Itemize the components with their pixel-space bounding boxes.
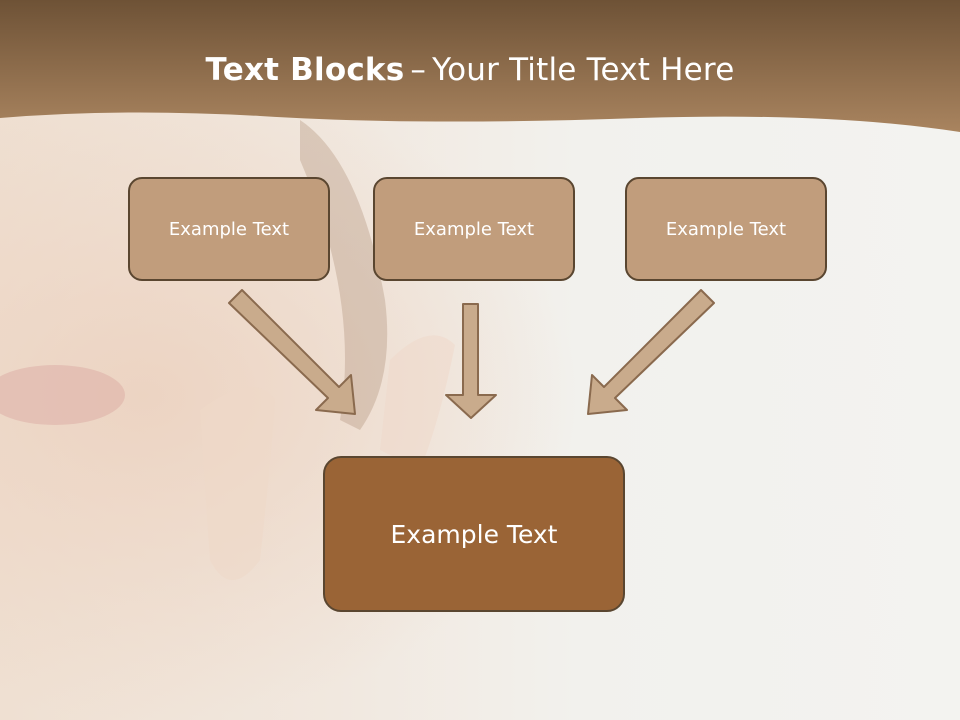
target-block-label: Example Text: [390, 519, 558, 549]
text-block-3[interactable]: Example Text: [625, 177, 827, 281]
text-block-2[interactable]: Example Text: [373, 177, 575, 281]
title-rest-text: Your Title Text Here: [432, 52, 735, 88]
text-block-2-label: Example Text: [413, 218, 535, 240]
text-block-1-label: Example Text: [168, 218, 290, 240]
title-bold-text: Text Blocks: [205, 52, 405, 88]
text-block-1[interactable]: Example Text: [128, 177, 330, 281]
title-separator: –: [410, 52, 427, 88]
slide-title: Text Blocks–Your Title Text Here: [0, 52, 940, 88]
target-block[interactable]: Example Text: [323, 456, 625, 612]
text-block-3-label: Example Text: [665, 218, 787, 240]
